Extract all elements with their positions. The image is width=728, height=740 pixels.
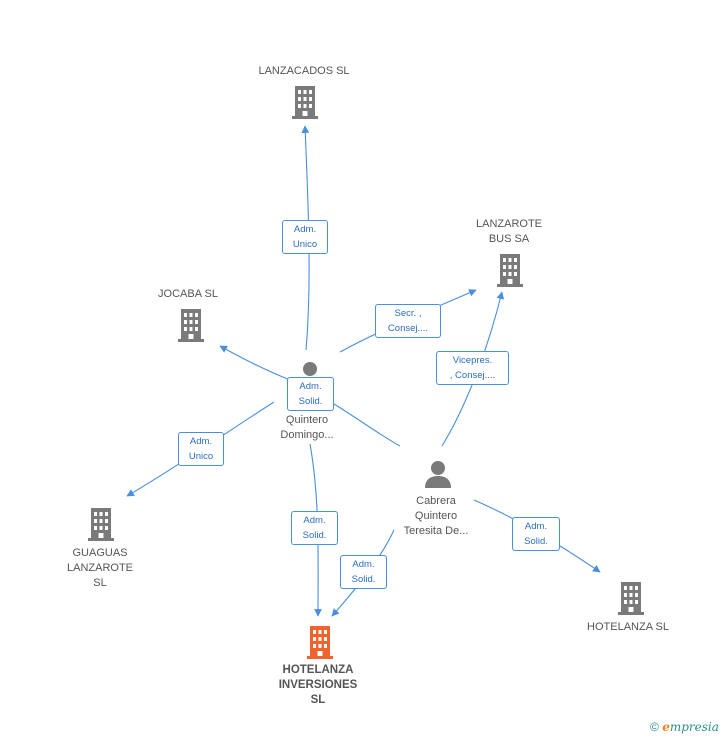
relation-role: Unico: [292, 239, 318, 250]
relation-role: Solid.: [524, 536, 548, 547]
relation-role: Adm.: [303, 515, 326, 526]
brand-logo: empresia: [662, 720, 719, 734]
relation-role: Adm.: [352, 559, 375, 570]
company-name-line: BUS SA: [488, 233, 530, 245]
relation-role: Unico: [188, 451, 214, 462]
relation-label-lanzarote-vice[interactable]: Vicepres. , Consej....: [436, 351, 509, 385]
person-name-line: Quintero: [285, 414, 329, 426]
company-name-lanzacados: LANZACADOS SL: [258, 65, 350, 77]
building-icon: [618, 582, 644, 615]
person-name-line: Teresita De...: [403, 525, 469, 537]
company-name-line: HOTELANZA: [282, 664, 354, 676]
company-name-line: SL: [310, 694, 326, 706]
company-name-jocaba: JOCABA SL: [158, 288, 218, 300]
copyright-symbol: ©: [650, 720, 659, 734]
relation-label-inversiones-quintero[interactable]: Adm. Solid.: [291, 511, 338, 545]
person-name-line: Cabrera: [416, 495, 456, 507]
relation-label-lanzacados[interactable]: Adm. Unico: [282, 220, 328, 254]
company-name-line: GUAGUAS: [72, 547, 128, 559]
building-icon: [292, 86, 318, 119]
relation-role: Vicepres.: [452, 355, 493, 366]
relation-role: Solid.: [351, 574, 376, 585]
relation-role: Solid.: [298, 396, 323, 407]
company-name-line: INVERSIONES: [278, 679, 358, 691]
person-name-line: Quintero: [414, 510, 458, 522]
relation-role: Adm.: [524, 521, 548, 532]
relation-role: Adm.: [189, 436, 213, 447]
relation-role: Adm.: [293, 224, 317, 235]
brand-logo-text: mpresia: [669, 720, 719, 734]
relation-label-hotelanza[interactable]: Adm. Solid.: [512, 517, 560, 551]
company-name-line: LANZAROTE: [66, 562, 133, 574]
relation-label-inversiones-cabrera[interactable]: Adm. Solid.: [340, 555, 387, 589]
relation-role: Consej....: [387, 323, 429, 334]
person-name-line: Domingo...: [280, 429, 334, 441]
building-icon: [88, 508, 114, 541]
company-name-hotelanza: HOTELANZA SL: [587, 621, 669, 633]
company-name-line: SL: [93, 577, 107, 589]
brand-logo-e: e: [662, 720, 670, 734]
relation-role: Solid.: [302, 530, 327, 541]
edge-quintero-cabrera: [333, 403, 401, 447]
footer-brand[interactable]: © empresia: [650, 720, 719, 734]
relation-label-guaguas[interactable]: Adm. Unico: [178, 432, 224, 466]
building-icon: [497, 254, 523, 287]
person-icon: [425, 461, 451, 488]
edge-quintero-jocaba: [219, 345, 291, 381]
building-icon: [307, 626, 333, 659]
relation-role: Adm.: [299, 381, 322, 392]
relation-role: Secr. ,: [394, 308, 422, 319]
relation-label-jocaba[interactable]: Adm. Solid.: [287, 377, 334, 411]
company-name-line: LANZAROTE: [475, 218, 542, 230]
relation-role: , Consej....: [449, 370, 496, 381]
relation-label-lanzarote-secr[interactable]: Secr. , Consej....: [375, 304, 441, 338]
building-icon: [178, 309, 204, 342]
